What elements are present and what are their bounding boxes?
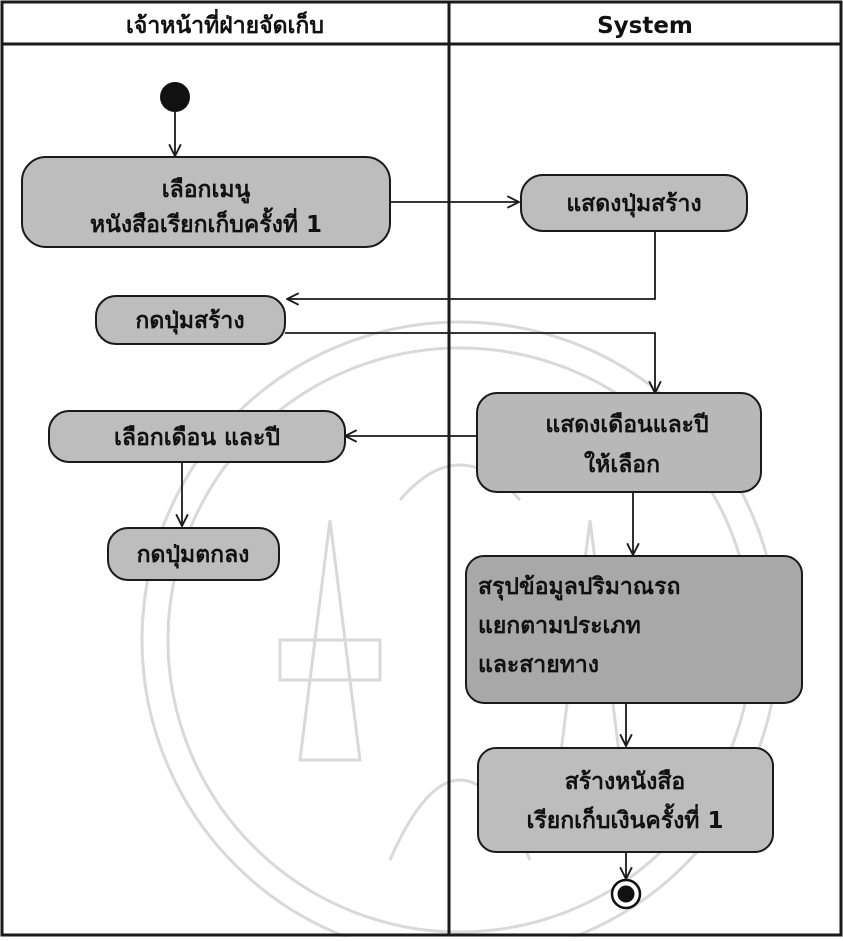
svg-text:เลือกเดือน และปี: เลือกเดือน และปี — [114, 425, 280, 451]
activity-select-menu: เลือกเมนู หนังสือเรียกเก็บครั้งที่ 1 — [21, 156, 391, 248]
flow-show-button-to-press-create — [287, 230, 656, 299]
svg-text:แสดงปุ่มสร้าง: แสดงปุ่มสร้าง — [566, 191, 701, 218]
activity-press-ok: กดปุ่มตกลง — [107, 527, 280, 581]
activity-create-letter: สร้างหนังสือ เรียกเก็บเงินครั้งที่ 1 — [477, 747, 774, 853]
start-node-icon — [160, 82, 190, 112]
svg-text:กดปุ่มสร้าง: กดปุ่มสร้าง — [135, 308, 244, 335]
control-flows — [175, 112, 655, 879]
svg-text:เลือกเมนู: เลือกเมนู — [162, 177, 251, 204]
activity-press-create: กดปุ่มสร้าง — [95, 295, 286, 345]
lane-header-staff: เจ้าหน้าที่ฝ่ายจัดเก็บ — [126, 8, 324, 39]
svg-text:แยกตามประเภท: แยกตามประเภท — [478, 613, 641, 639]
svg-text:สร้างหนังสือ: สร้างหนังสือ — [565, 769, 686, 795]
svg-text:เรียกเก็บเงินครั้งที่ 1: เรียกเก็บเงินครั้งที่ 1 — [527, 803, 724, 834]
svg-text:ให้เลือก: ให้เลือก — [584, 450, 660, 478]
svg-text:และสายทาง: และสายทาง — [478, 652, 599, 678]
activity-show-month-year: แสดงเดือนและปี ให้เลือก — [476, 392, 762, 493]
svg-text:สรุปข้อมูลปริมาณรถ: สรุปข้อมูลปริมาณรถ — [478, 574, 680, 601]
activity-select-month-year: เลือกเดือน และปี — [48, 410, 346, 463]
svg-text:หนังสือเรียกเก็บครั้งที่ 1: หนังสือเรียกเก็บครั้งที่ 1 — [90, 207, 322, 238]
svg-text:กดปุ่มตกลง: กดปุ่มตกลง — [137, 542, 250, 569]
svg-text:แสดงเดือนและปี: แสดงเดือนและปี — [545, 412, 708, 438]
activity-show-create-button: แสดงปุ่มสร้าง — [520, 174, 748, 232]
end-node-icon — [610, 878, 642, 910]
flow-press-create-to-show-month — [285, 332, 655, 393]
activity-summarize-data: สรุปข้อมูลปริมาณรถ แยกตามประเภท และสายทา… — [465, 555, 803, 704]
lane-header-system: System — [597, 13, 693, 39]
